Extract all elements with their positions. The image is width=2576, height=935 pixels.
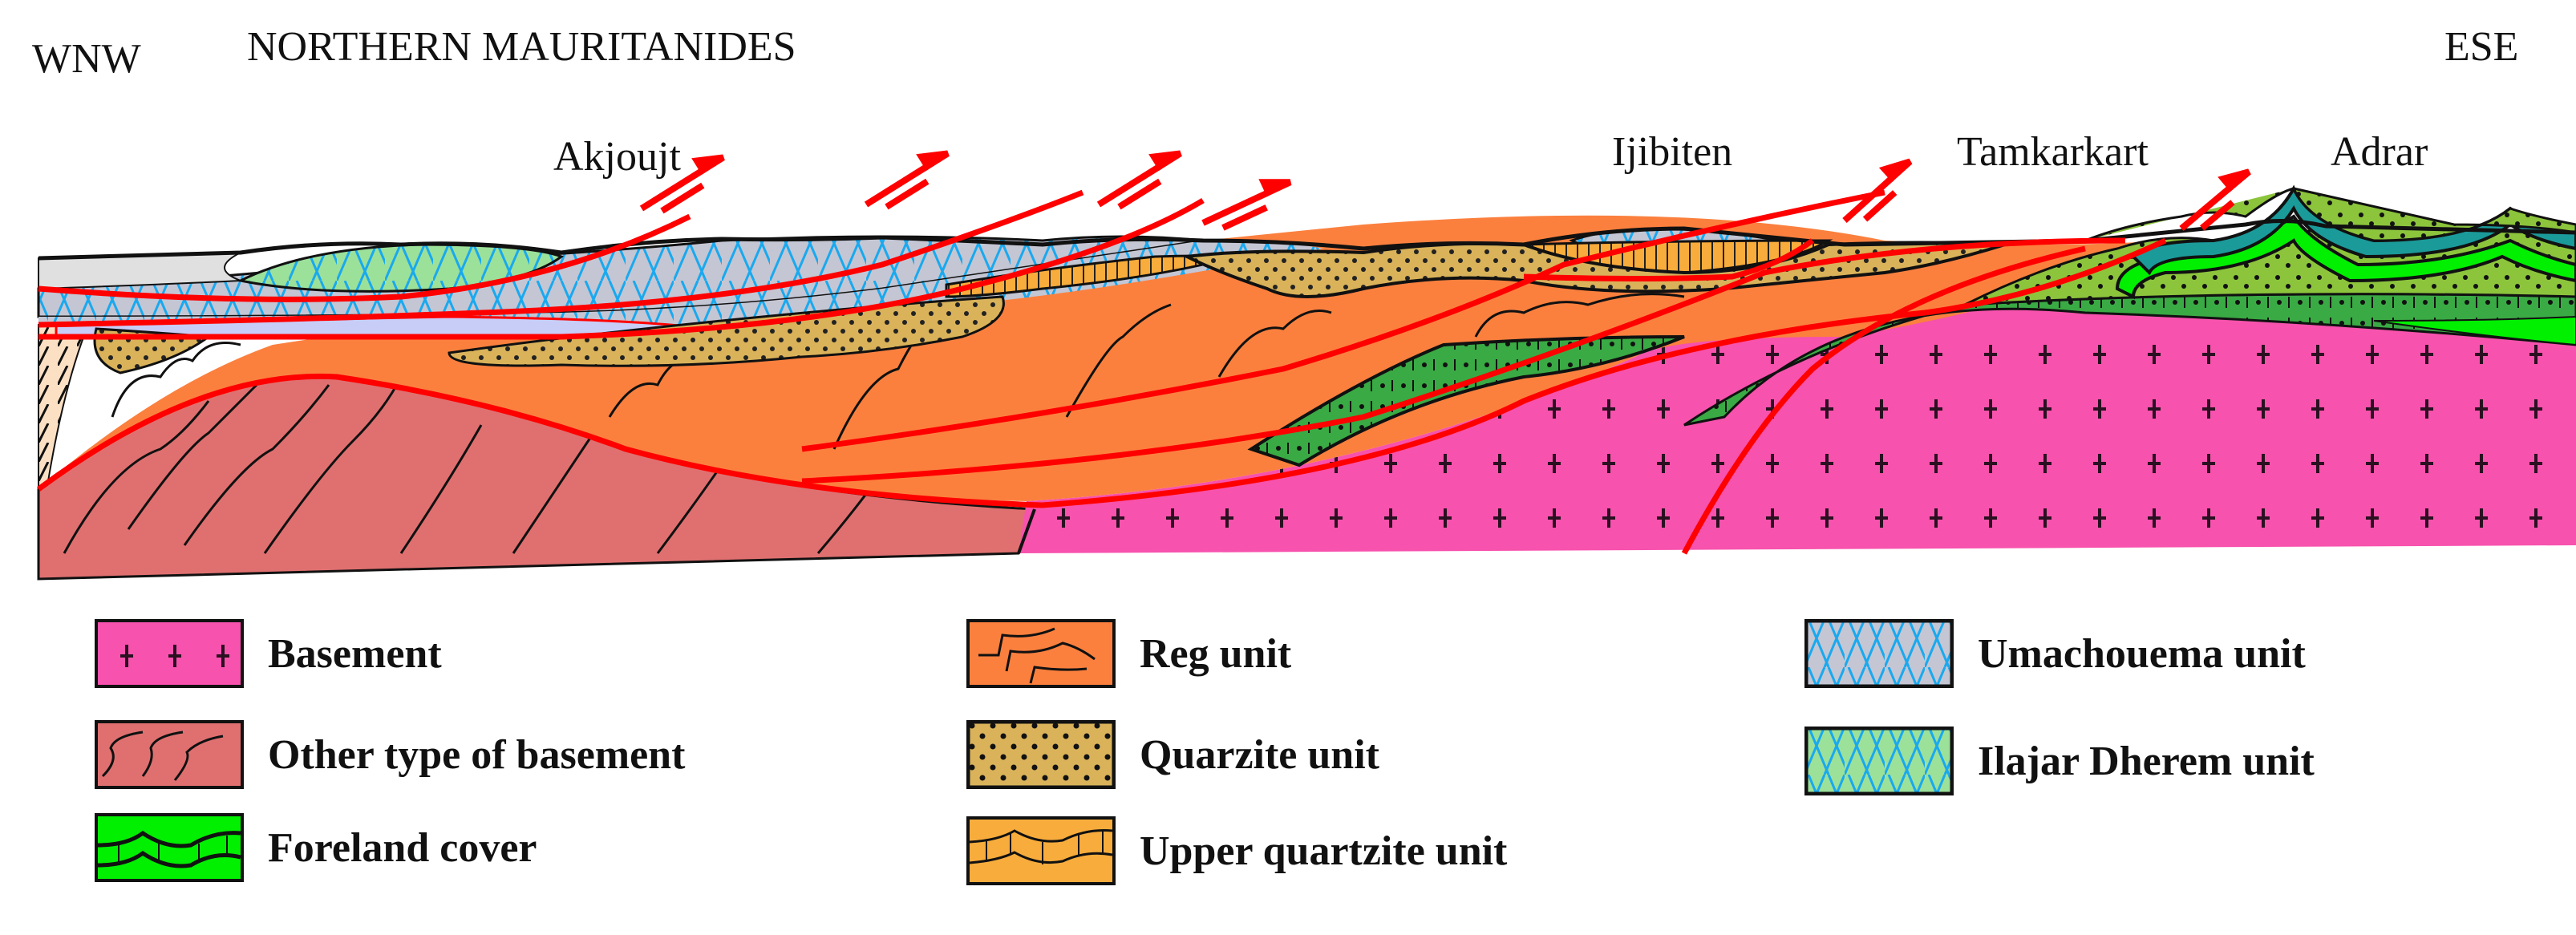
legend-item-ilajar-dherem-unit: Ilajar Dherem unit [1804, 727, 2315, 795]
legend-label: Other type of basement [268, 731, 686, 778]
thrust-arrow-icon [864, 150, 950, 210]
legend-label: Reg unit [1140, 630, 1292, 677]
thrust-arrow-icon [639, 154, 725, 214]
legend-item-foreland-cover: Foreland cover [95, 813, 537, 882]
legend-label: Upper quartzite unit [1140, 828, 1508, 874]
basement-swatch-icon [95, 619, 244, 688]
locality-ijibiten: Ijibiten [1612, 129, 1733, 175]
legend-label: Umachouema unit [1978, 630, 2306, 677]
other-basement-swatch-icon [95, 720, 244, 789]
ilajar-dherem-swatch-icon [1804, 727, 1954, 795]
thrust-arrow-icon [1842, 158, 1913, 223]
legend-item-umachouema-unit: Umachouema unit [1804, 619, 2306, 688]
legend-label: Ilajar Dherem unit [1978, 738, 2315, 784]
foreland-wedge-central [1247, 335, 1685, 468]
foreland-eastern-green-wedge [2373, 315, 2576, 346]
foreland-cover-swatch-icon [95, 813, 244, 882]
thrust-arrow-icon [1201, 179, 1292, 231]
geological-cross-section [36, 150, 2576, 581]
legend-label: Basement [268, 630, 442, 677]
basement-contact [1017, 508, 1036, 554]
section-title: NORTHERN MAURITANIDES [247, 24, 796, 70]
legend-item-quarzite-unit: Quarzite unit [966, 720, 1379, 789]
umachouema-swatch-icon [1804, 619, 1954, 688]
foreland-dark-green-layer [1683, 293, 2576, 427]
legend-label: Foreland cover [268, 824, 537, 871]
locality-akjoujt: Akjoujt [553, 134, 681, 180]
thrust-faults [36, 189, 2167, 555]
legend-label: Quarzite unit [1140, 731, 1379, 778]
legend-item-upper-quartzite-unit: Upper quartzite unit [966, 816, 1507, 885]
thrust-arrow-icon [1096, 150, 1182, 210]
reg-unit-swatch-icon [966, 619, 1116, 688]
quarzite-unit-central [448, 295, 1005, 367]
locality-tamkarkart: Tamkarkart [1957, 129, 2149, 175]
quarzite-unit-west [93, 327, 213, 374]
quarzite-unit-swatch-icon [966, 720, 1116, 789]
west-direction-label: WNW [32, 36, 141, 82]
basement-body [1019, 306, 2576, 553]
topographic-surface [38, 218, 2576, 261]
thrust-arrow-icon [2179, 168, 2251, 232]
ilajar-dherem-unit-body [237, 243, 565, 293]
east-direction-label: ESE [2444, 24, 2519, 70]
legend-item-basement: Basement [95, 619, 442, 688]
legend-item-other-basement: Other type of basement [95, 720, 685, 789]
locality-adrar: Adrar [2331, 129, 2428, 175]
legend-item-reg-unit: Reg unit [966, 619, 1291, 688]
upper-quartzite-swatch-icon [966, 816, 1116, 885]
thrust-direction-arrows [639, 150, 2251, 232]
